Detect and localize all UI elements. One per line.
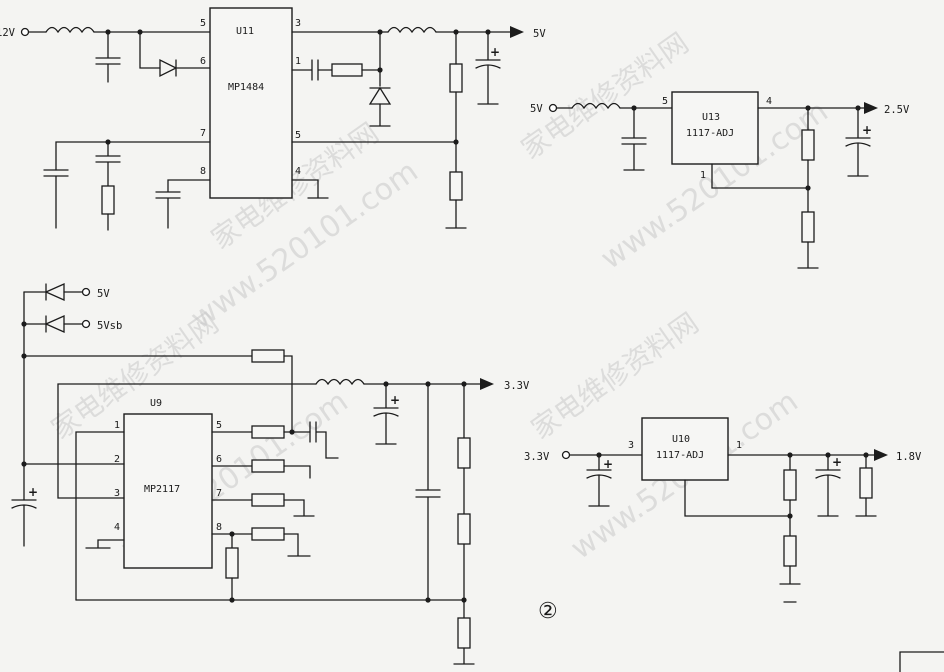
chip-u9-part: MP2117: [144, 484, 180, 495]
chip-u11-ref: U11: [236, 26, 254, 37]
chip-u9-ref: U9: [150, 398, 162, 409]
pin-u11-5b: 5: [295, 130, 301, 141]
input-terminal-12v: [20, 27, 30, 37]
input-label-12v: 12V: [0, 27, 16, 39]
pin-u9-7: 7: [216, 488, 222, 499]
circuit-5v-to-2v5: 5V U13 1117-ADJ 5 4 1 2.5V +: [530, 91, 910, 269]
pin-u9-4: 4: [114, 522, 120, 533]
pin-u11-6: 6: [200, 56, 206, 67]
inductor-input: [45, 26, 95, 34]
chip-u10-part: 1117-ADJ: [656, 450, 704, 461]
diode-5vsb: [44, 314, 65, 334]
pin-u9-2: 2: [114, 454, 120, 465]
svg-text:+: +: [832, 455, 842, 469]
input-label-3v3-u10: 3.3V: [524, 451, 550, 463]
frame-corner: [899, 651, 944, 672]
output-label-3v3: 3.3V: [504, 380, 530, 392]
pin-u13-out: 4: [766, 96, 772, 107]
output-label-5v-top: 5V: [533, 28, 546, 40]
chip-u11-part: MP1484: [228, 82, 264, 93]
pin-u11-3: 3: [295, 18, 301, 29]
pin-u11-5a: 5: [200, 18, 206, 29]
pin-u10-out: 1: [736, 440, 742, 451]
diode-boot: [159, 58, 178, 78]
pin-u11-4: 4: [295, 166, 301, 177]
svg-text:+: +: [862, 123, 872, 137]
pin-u11-7: 7: [200, 128, 206, 139]
output-label-1v8: 1.8V: [896, 451, 922, 463]
inductor-output: [387, 26, 437, 34]
chip-u13-ref: U13: [702, 112, 720, 123]
terminal-5vsb-rail: [81, 319, 91, 329]
pin-u9-1: 1: [114, 420, 120, 431]
chip-u10: [641, 417, 729, 481]
circuit-12v-to-5v: 12V U11 MP1484 5 6 7 8 3 1 5 4: [0, 7, 546, 231]
chip-u11: [209, 7, 293, 199]
svg-text:+: +: [28, 485, 38, 499]
pin-u9-3: 3: [114, 488, 120, 499]
svg-text:+: +: [390, 393, 400, 407]
svg-text:+: +: [603, 457, 613, 471]
diode-catch: [368, 86, 392, 105]
circuit-3v3-to-1v8: 3.3V + U10 1117-ADJ 3 1 1.8V +: [524, 417, 922, 603]
terminal-5v-rail: [81, 287, 91, 297]
chip-u13: [671, 91, 759, 165]
pin-u11-1: 1: [295, 56, 301, 67]
pin-u13-adj: 1: [700, 170, 706, 181]
input-label-5v-u13: 5V: [530, 103, 543, 115]
pin-u9-8: 8: [216, 522, 222, 533]
chip-u9: [123, 413, 213, 569]
pin-u13-in: 5: [662, 96, 668, 107]
output-label-2v5: 2.5V: [884, 104, 910, 116]
diode-5v: [44, 282, 65, 302]
input-terminal-3v3-u10: [561, 450, 571, 460]
chip-u13-part: 1117-ADJ: [686, 128, 734, 139]
pin-u11-8: 8: [200, 166, 206, 177]
svg-text:+: +: [490, 45, 500, 59]
figure-number: ②: [538, 599, 558, 624]
rail-label-5v: 5V: [97, 288, 110, 300]
pin-u10-in: 3: [628, 440, 634, 451]
chip-u10-ref: U10: [672, 434, 690, 445]
rail-label-5vsb: 5Vsb: [97, 320, 122, 332]
pin-u9-5: 5: [216, 420, 222, 431]
circuit-3v3-mp2117: 5V 5Vsb + U9 MP2117 1 2 3 4 5 6 7 8: [11, 282, 530, 665]
pin-u9-6: 6: [216, 454, 222, 465]
input-terminal-5v-u13: [548, 103, 558, 113]
